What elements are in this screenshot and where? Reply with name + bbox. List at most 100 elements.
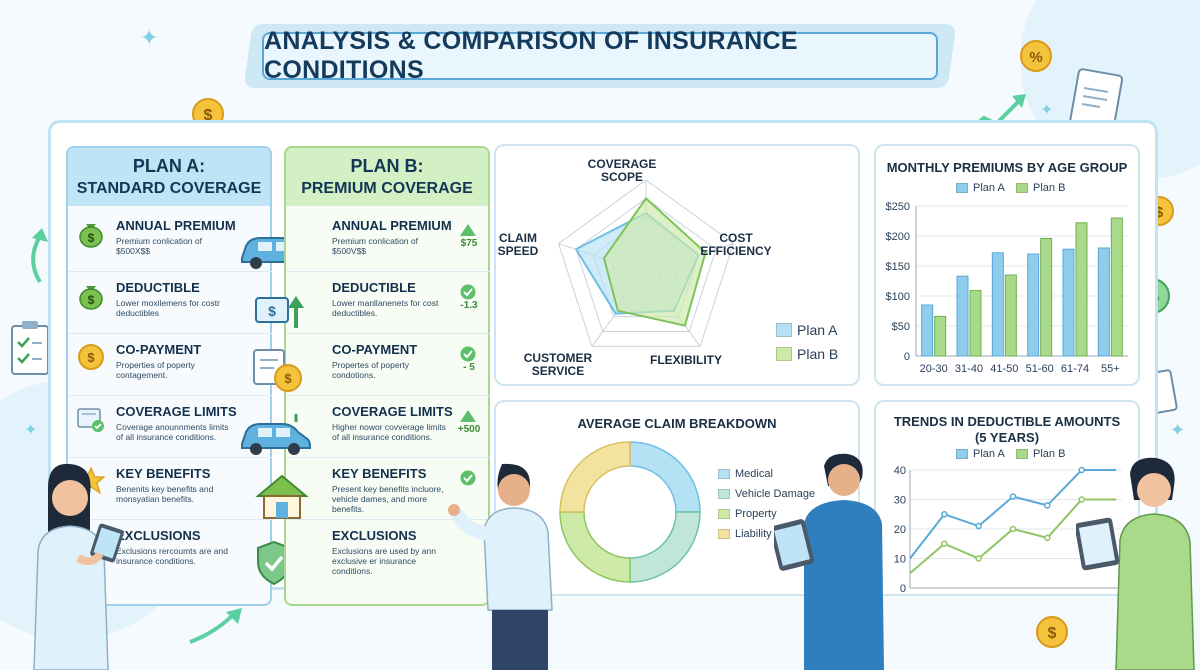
row-title: COVERAGE LIMITS [332, 404, 453, 419]
plan-a-header: PLAN A: STANDARD COVERAGE [68, 148, 270, 206]
bar-plan-a [956, 275, 969, 357]
plan-a-row-key-benefits: KEY BENEFITS Benenits key benefits and m… [68, 458, 272, 520]
delta-value: $75 [460, 238, 478, 249]
shield-check-icon [257, 540, 291, 586]
radar-axis-label: FLEXIBILITY [650, 353, 722, 367]
legend-swatch [1016, 449, 1028, 459]
plan-a-row-exclusions: EXCLUSIONS Exclusions rercoumts are and … [68, 520, 272, 582]
legend-swatch [776, 347, 792, 361]
radar-grid-ring [575, 197, 717, 333]
bar-plan-a [1062, 248, 1075, 357]
legend-swatch [956, 183, 968, 193]
row-title: EXCLUSIONS [332, 528, 417, 543]
bar-plan-b [1004, 274, 1017, 357]
plan-b-title: PLAN B: [350, 156, 424, 176]
line-y-tick-label: 20 [894, 524, 906, 536]
donut-slice-medical [629, 441, 701, 513]
legend-item-plan-a: Plan A [776, 322, 837, 338]
money-bag-icon: $ [79, 286, 103, 310]
row-title: KEY BENEFITS [332, 466, 427, 481]
row-title: DEDUCTIBLE [116, 280, 200, 295]
line-chart-subtitle: (5 YEARS) [974, 430, 1040, 445]
plan-a-subtitle: STANDARD COVERAGE [76, 180, 262, 197]
line-chart-title: TRENDS IN DEDUCTIBLE AMOUNTS [893, 414, 1121, 429]
bar-x-tick-label: 20-30 [920, 363, 948, 375]
legend-label: Plan B [1033, 448, 1066, 460]
line-point [941, 511, 948, 518]
legend-label: Liability [735, 528, 772, 540]
row-title: CO-PAYMENT [332, 342, 418, 357]
legend-label: Medical [735, 468, 773, 480]
bar-plan-b [1040, 237, 1053, 357]
legend-item-plan-b: Plan B [1016, 448, 1065, 460]
svg-text:$: $ [88, 231, 95, 245]
bar-x-tick-label: 41-50 [990, 363, 1018, 375]
house-icon [255, 474, 309, 519]
plan-a-row-coverage-limits: COVERAGE LIMITS Coverage anounnments lim… [68, 396, 272, 458]
legend-swatch [956, 449, 968, 459]
sparkle-icon: ✦ [24, 420, 38, 439]
line-y-tick-label: 40 [894, 465, 906, 477]
row-title: ANNUAL PREMIUM [116, 218, 236, 233]
row-description: Lower manllanenets for cost deductibles. [332, 298, 439, 318]
sparkle-icon: ✦ [140, 26, 159, 51]
row-description: Coverage anounnments limits of all insur… [116, 422, 229, 442]
row-description: Benenits key benefits and monsyatian ben… [116, 484, 214, 504]
check-circle-icon [460, 470, 476, 486]
legend-label: Plan A [973, 448, 1005, 460]
bar-x-tick-label: 55+ [1101, 363, 1120, 375]
row-description: Exclusions rercoumts are and insurance c… [116, 546, 228, 566]
legend-label: Plan A [797, 322, 838, 338]
line-y-tick-label: 0 [900, 583, 906, 594]
check-circle-icon [460, 284, 476, 300]
growth-arrow-icon [189, 608, 242, 644]
bar-y-tick-label: $250 [886, 201, 910, 213]
line-point [1009, 493, 1017, 500]
line-chart-panel: TRENDS IN DEDUCTIBLE AMOUNTS (5 YEARS) P… [874, 400, 1140, 596]
plan-a-row-co-payment: $ CO-PAYMENT Properties of poperty conta… [68, 334, 272, 396]
line-point [941, 540, 948, 547]
legend-item-plan-a: Plan A [956, 182, 1005, 194]
bar-x-tick-label: 61-74 [1061, 363, 1089, 375]
line-y-tick-label: 30 [894, 495, 906, 507]
svg-text:$: $ [87, 350, 95, 365]
row-description: Premium conlication of $500V$$ [332, 236, 418, 256]
bar-y-tick-label: $50 [892, 321, 910, 333]
row-title: DEDUCTIBLE [332, 280, 416, 295]
plan-b-row-exclusions: EXCLUSIONS Exclusions are used by ann ex… [286, 520, 490, 582]
person-man-center-illustration [448, 463, 553, 670]
row-description: Higher nowor covverage limits of all ins… [332, 422, 446, 442]
legend-label: Plan B [797, 346, 839, 362]
bar-x-tick-label: 31-40 [955, 363, 983, 375]
line-y-tick-label: 10 [894, 554, 906, 566]
bar-plan-b [934, 315, 947, 357]
coin-icon: $ [78, 344, 104, 370]
invoice-coin-icon: $ [253, 349, 302, 392]
line-point [1078, 496, 1085, 503]
car-icon [241, 414, 311, 455]
person-woman-left-illustration [33, 463, 124, 670]
legend-swatch [1016, 183, 1028, 193]
person-woman-right-illustration [1076, 457, 1195, 670]
plan-b-card: PLAN B: PREMIUM COVERAGE ANNUAL PREMIUM … [284, 146, 490, 606]
page-title: ANALYSIS & COMPARISON OF INSURANCE CONDI… [262, 27, 938, 84]
up-triangle-icon [460, 410, 476, 422]
bar-plan-a [921, 304, 934, 357]
document-icon [1068, 68, 1124, 134]
clipboard-icon [11, 321, 49, 375]
legend-swatch [776, 323, 792, 337]
growth-arrow-icon [31, 228, 48, 284]
delta-value: +500 [457, 424, 481, 435]
line-chart: 40 30 20 10 0 [894, 465, 1122, 594]
row-title: ANNUAL PREMIUM [332, 218, 452, 233]
bar-y-tick-label: $100 [886, 291, 910, 303]
row-title: CO-PAYMENT [116, 342, 202, 357]
check-circle-icon [460, 346, 476, 362]
legend-item-plan-b: Plan B [776, 346, 838, 362]
line-point [1044, 534, 1051, 542]
